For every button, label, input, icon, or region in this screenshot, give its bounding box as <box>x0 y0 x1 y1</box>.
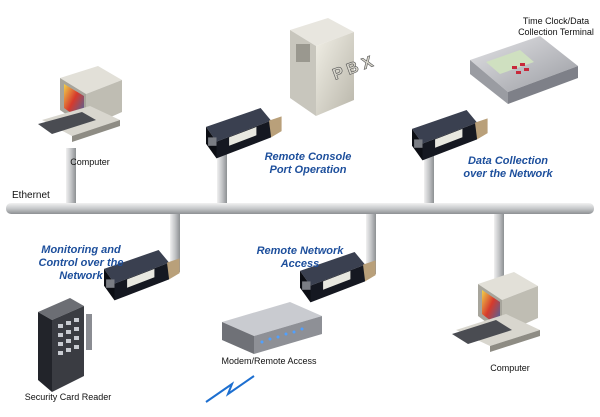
drop-monitoring <box>170 212 180 272</box>
ethernet-bus <box>6 203 594 214</box>
drop-remote-console <box>217 150 227 212</box>
data-collection-caption: Data Collection over the Network <box>463 155 553 180</box>
computer-right-icon <box>452 272 540 352</box>
drop-computer-right <box>494 212 504 292</box>
computer-right-label: Computer <box>490 363 530 373</box>
modem-icon <box>205 302 322 403</box>
pbx-icon: P B X <box>290 18 376 116</box>
modem-label: Modem/Remote Access <box>221 356 317 366</box>
drop-data-collection <box>424 154 434 212</box>
computer-left-label: Computer <box>70 157 110 167</box>
ethernet-label: Ethernet <box>12 190 50 201</box>
drop-computer-left <box>66 148 76 212</box>
device-server-data-collection <box>412 110 488 161</box>
time-clock-label: Time Clock/Data Collection Terminal <box>518 16 594 37</box>
security-card-reader-label: Security Card Reader <box>24 392 112 402</box>
wireless-signal-icon <box>205 375 255 403</box>
security-card-reader-icon <box>38 298 92 392</box>
monitoring-caption: Monitoring and Control over the Network <box>38 244 124 282</box>
computer-left-icon <box>38 66 122 142</box>
time-clock-icon <box>470 36 578 104</box>
drop-remote-network <box>366 212 376 274</box>
remote-network-caption: Remote Network Access <box>256 245 344 270</box>
remote-console-caption: Remote Console Port Operation <box>264 151 352 176</box>
